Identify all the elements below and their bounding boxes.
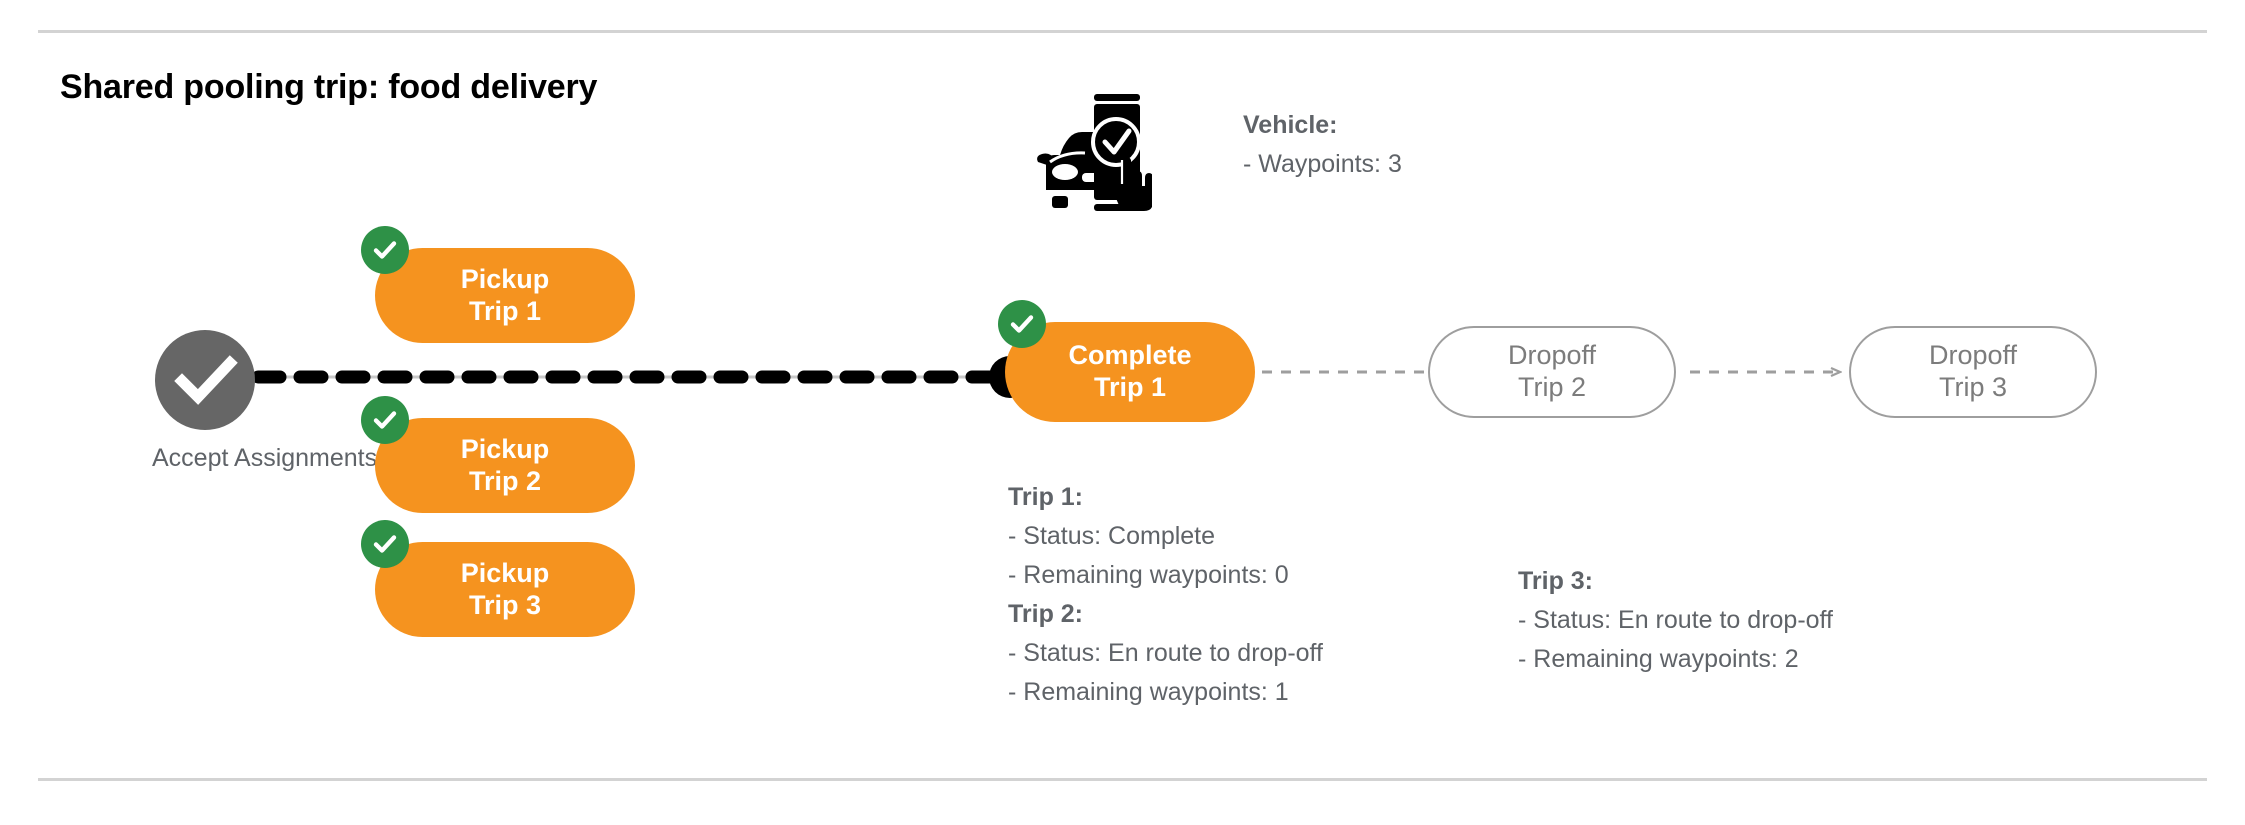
node-label-line2: Trip 3 — [1938, 372, 2007, 402]
node-label-line2: Trip 1 — [468, 295, 542, 326]
node-label-line1: Pickup — [460, 263, 550, 294]
top-divider — [38, 30, 2207, 33]
accept-label-line1: Accept — [152, 444, 229, 472]
trip-3-waypoints: - Remaining waypoints: 2 — [1518, 645, 1799, 673]
accept-label-line2: Assignments — [234, 444, 378, 472]
node-label-line2: Trip 3 — [468, 589, 542, 620]
check-badge-icon — [998, 300, 1046, 348]
vehicle-phone-check-icon — [1032, 88, 1153, 218]
trip-2-status: - Status: En route to drop-off — [1008, 639, 1323, 667]
vehicle-info-header: Vehicle: — [1243, 111, 1338, 139]
check-badge-icon — [361, 396, 409, 444]
node-label-line1: Pickup — [460, 557, 550, 588]
check-badge-icon — [361, 520, 409, 568]
node-label-line1: Complete — [1068, 340, 1192, 371]
check-circle-icon — [155, 330, 255, 430]
check-badge-icon — [361, 226, 409, 274]
accept-assignments-node[interactable]: Accept Assignments — [152, 330, 377, 473]
node-label-line2: Trip 2 — [468, 465, 542, 496]
bottom-divider — [38, 778, 2207, 781]
node-label-line2: Trip 1 — [1093, 372, 1167, 402]
accept-assignments-label: Accept Assignments — [152, 444, 377, 473]
trip-1-2-info-block: Trip 1: - Status: Complete - Remaining w… — [1008, 478, 1323, 712]
trip-1-status: - Status: Complete — [1008, 522, 1216, 550]
trip-1-header: Trip 1: — [1008, 483, 1084, 511]
trip-1-waypoints: - Remaining waypoints: 0 — [1008, 561, 1289, 589]
node-pickup-trip-1[interactable]: Pickup Trip 1 — [361, 226, 635, 343]
trip-3-status: - Status: En route to drop-off — [1518, 606, 1833, 634]
vehicle-info-block: Vehicle: - Waypoints: 3 — [1243, 106, 1402, 184]
trip-3-header: Trip 3: — [1518, 567, 1594, 595]
node-label-line1: Dropoff — [1507, 340, 1597, 371]
node-label-line2: Trip 2 — [1517, 372, 1586, 402]
node-dropoff-trip-3[interactable]: Dropoff Trip 3 — [1849, 326, 2097, 418]
node-dropoff-trip-2[interactable]: Dropoff Trip 2 — [1428, 326, 1676, 418]
trip-2-header: Trip 2: — [1008, 600, 1084, 628]
node-label-line1: Dropoff — [1928, 340, 2018, 371]
trip-2-waypoints: - Remaining waypoints: 1 — [1008, 678, 1289, 706]
node-complete-trip-1[interactable]: Complete Trip 1 — [998, 300, 1255, 422]
node-pickup-trip-2[interactable]: Pickup Trip 2 — [361, 396, 635, 513]
trip-3-info-block: Trip 3: - Status: En route to drop-off -… — [1518, 562, 1833, 679]
page-title: Shared pooling trip: food delivery — [60, 68, 598, 106]
vehicle-info-waypoints: - Waypoints: 3 — [1243, 150, 1402, 178]
node-label-line1: Pickup — [460, 433, 550, 464]
node-pickup-trip-3[interactable]: Pickup Trip 3 — [361, 520, 635, 637]
